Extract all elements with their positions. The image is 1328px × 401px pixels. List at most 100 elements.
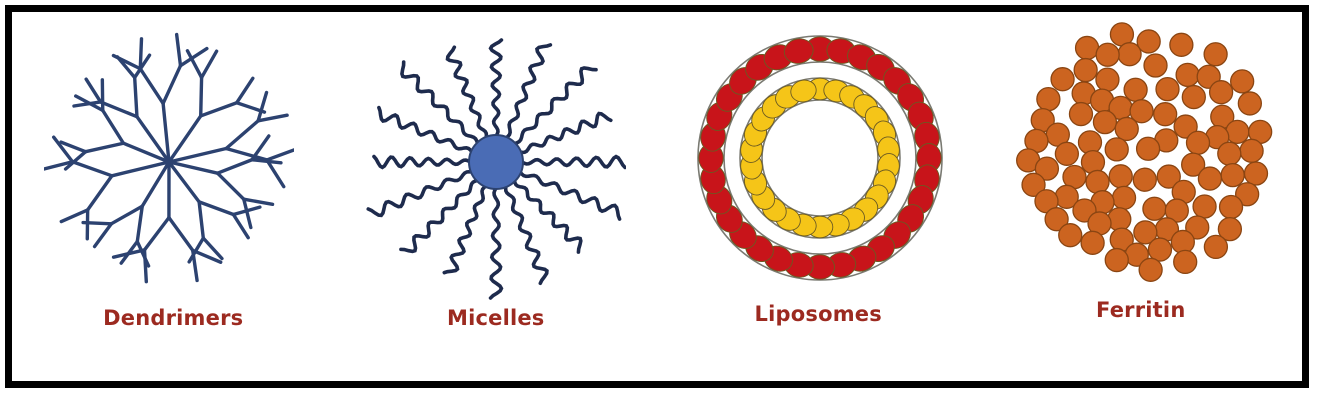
ferritin-subunit [1114, 116, 1139, 142]
micelle-tail [376, 105, 474, 154]
dendrimer-svg [44, 32, 295, 284]
ferritin-subunit [1034, 156, 1059, 181]
micelle-tail [517, 111, 613, 155]
liposome-inner-bead [790, 79, 817, 102]
micelle-tail [503, 184, 549, 286]
ferritin-subunit [1123, 77, 1148, 102]
micelle-core [467, 134, 524, 190]
liposome-outer-ring-outline [697, 34, 944, 281]
ferritin-subunit [1243, 161, 1268, 186]
ferritin-subunit [1132, 167, 1157, 192]
ferritin-subunit [1092, 109, 1117, 135]
dendrimer-illustration [8, 12, 331, 312]
ferritin-subunit [1147, 237, 1172, 262]
panel-label-ferritin: Ferritin [1096, 298, 1186, 322]
ferritin-subunit [1074, 35, 1099, 61]
ferritin-subunit [1132, 220, 1158, 245]
ferritin-subunit [1192, 194, 1217, 219]
ferritin-subunit [1136, 29, 1161, 54]
liposome-svg [697, 34, 944, 281]
ferritin-subunit [1073, 57, 1098, 83]
micelle-svg [366, 38, 626, 300]
micelle-tail [503, 43, 552, 140]
ferritin-illustration [986, 6, 1309, 306]
ferritin-subunit [1138, 257, 1163, 282]
micelle-tail [371, 154, 472, 170]
ferritin-subunit [1095, 42, 1120, 67]
ferritin-subunit [1129, 99, 1154, 124]
ferritin-subunit [1152, 102, 1178, 127]
ferritin-subunit [1224, 119, 1250, 144]
ferritin-subunit [1172, 249, 1198, 275]
micelle-tail [442, 184, 488, 275]
ferritin-subunit [1220, 162, 1245, 188]
micelle-tail [512, 66, 598, 146]
ferritin-subunit [1155, 76, 1180, 102]
ferritin-subunit [1203, 234, 1228, 260]
liposome-inner-ring-inner-outline [761, 98, 880, 217]
ferritin-subunit [1104, 137, 1129, 162]
micelle-tail [512, 178, 583, 254]
micelle-illustration [335, 12, 658, 312]
ferritin-subunit [1217, 216, 1242, 242]
ferritin-subunit [1143, 53, 1168, 78]
ferritin-subunit [1095, 67, 1120, 92]
ferritin-subunit [1104, 247, 1129, 273]
ferritin-subunit [1035, 86, 1061, 112]
micelle-tail [488, 38, 503, 138]
dendrimer-branches [44, 32, 295, 284]
ferritin-subunit [1173, 114, 1198, 139]
panel-label-liposomes: Liposomes [754, 302, 882, 326]
panel-dendrimers: Dendrimers [12, 12, 335, 381]
panel-row: Dendrimers Micelles [12, 12, 1302, 381]
ferritin-subunit [1216, 141, 1242, 166]
panel-label-dendrimers: Dendrimers [103, 306, 244, 330]
ferritin-subunit [1080, 230, 1105, 255]
ferritin-subunit [1180, 152, 1206, 177]
ferritin-subunit [1203, 42, 1228, 67]
ferritin-subunit [1085, 169, 1110, 195]
panel-ferritin: Ferritin [980, 12, 1303, 381]
ferritin-subunit [1208, 80, 1234, 105]
ferritin-subunit [1135, 136, 1160, 161]
ferritin-subunit [1108, 164, 1133, 189]
ferritin-subunit [1057, 223, 1083, 248]
figure-frame: Dendrimers Micelles [5, 5, 1309, 388]
ferritin-subunit [1234, 182, 1260, 207]
ferritin-subunit [1229, 69, 1255, 94]
micelle-tail [398, 178, 480, 254]
micelle-tail [517, 170, 622, 221]
ferritin-subunit [1156, 164, 1181, 189]
micelle-tail [519, 154, 626, 170]
ferritin-subunit [1181, 84, 1206, 110]
ferritin-subunit [1068, 101, 1093, 127]
ferritin-subunit [1111, 185, 1136, 210]
ferritin-subunit [1164, 198, 1189, 223]
ferritin-subunit [1185, 130, 1210, 155]
panel-micelles: Micelles [335, 12, 658, 381]
ferritin-subunit [1168, 32, 1194, 57]
ferritin-subunit [1218, 194, 1243, 220]
micelle-tail [399, 60, 480, 146]
ferritin-subunit [1239, 138, 1264, 163]
micelle-tail [445, 45, 488, 140]
ferritin-subunit [1106, 207, 1132, 232]
ferritin-subunit [1044, 207, 1069, 232]
panel-liposomes: Liposomes [657, 12, 980, 381]
ferritin-subunit [1237, 91, 1262, 116]
ferritin-subunit [1142, 196, 1167, 221]
panel-label-micelles: Micelles [446, 306, 545, 330]
ferritin-subunit [1050, 67, 1075, 92]
ferritin-svg [1015, 22, 1273, 282]
liposome-outer-bead [784, 37, 814, 64]
liposome-outer-ring-inner-outline [723, 60, 918, 255]
ferritin-subunit [1170, 229, 1195, 255]
ferritin-subunit [1117, 42, 1142, 67]
micelle-tail [488, 186, 504, 300]
ferritin-subunit [1080, 149, 1105, 175]
ferritin-subunit [1054, 141, 1079, 166]
ferritin-subunit [1184, 215, 1210, 240]
liposome-illustration [659, 8, 982, 308]
ferritin-subunit [1197, 166, 1222, 191]
ferritin-subunit [1175, 62, 1200, 87]
